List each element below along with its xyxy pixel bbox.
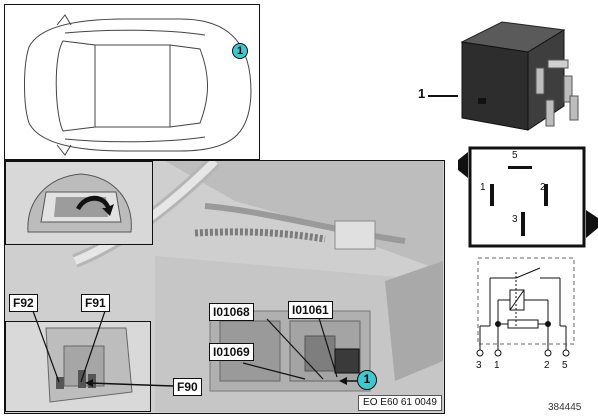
trunk-illustration (6, 162, 151, 243)
diagram-number: 384445 (548, 402, 582, 413)
label-i01069: I01069 (209, 343, 254, 361)
car-location-panel: 1 (4, 4, 260, 160)
car-callout-number: 1 (236, 45, 244, 57)
pinout-pin-1: 1 (480, 182, 486, 193)
trunk-inset-panel (5, 161, 153, 245)
photo-callout-number: 1 (363, 372, 371, 386)
relay-illustration (460, 21, 579, 131)
fuse-inset-panel (5, 321, 151, 412)
schematic-pin-2: 2 (544, 360, 550, 371)
leader-lines (32, 310, 359, 387)
reference-code: EO E60 61 0049 (358, 395, 442, 411)
label-f92: F92 (9, 294, 38, 312)
relay-pinout (458, 146, 598, 248)
schematic-pin-5: 5 (562, 360, 568, 371)
pinout-pin-2: 2 (540, 182, 546, 193)
fuse-illustration (6, 322, 149, 410)
car-callout-marker: 1 (232, 43, 248, 59)
schematic-pin-3: 3 (476, 360, 482, 371)
part-leader-line (428, 95, 458, 97)
label-f90: F90 (173, 378, 202, 396)
relay-schematic (476, 257, 575, 357)
pinout-pin-5: 5 (512, 150, 518, 161)
label-i01061: I01061 (288, 301, 333, 319)
label-f91: F91 (81, 294, 110, 312)
part-number-label: 1 (418, 86, 426, 101)
pinout-pin-3: 3 (512, 214, 518, 225)
schematic-pin-1: 1 (494, 360, 500, 371)
engine-bay-photo-panel: F92 F91 F90 I01068 I01061 I01069 1 EO E6… (4, 160, 445, 414)
label-i01068: I01068 (209, 303, 254, 321)
car-outline (24, 14, 252, 156)
photo-callout-marker: 1 (357, 370, 377, 390)
